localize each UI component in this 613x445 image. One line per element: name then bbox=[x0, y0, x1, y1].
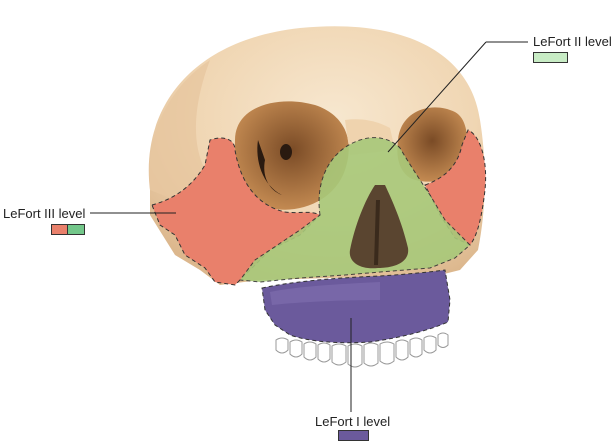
lefort-ii-region bbox=[239, 137, 471, 283]
left-orbit bbox=[234, 101, 349, 210]
left-orbit-foramen bbox=[280, 144, 292, 160]
right-orbit bbox=[397, 107, 467, 182]
nasal-septum bbox=[374, 199, 380, 266]
swatch-lefort-ii bbox=[533, 52, 568, 63]
left-orbit-dark-fissure bbox=[257, 140, 282, 195]
swatch-lefort-iii-left bbox=[51, 224, 68, 235]
lefort-i-highlight bbox=[270, 282, 380, 305]
swatch-lefort-i bbox=[338, 430, 369, 441]
leader-line-lefort-ii bbox=[387, 41, 487, 153]
label-lefort-iii: LeFort III level bbox=[3, 206, 86, 221]
label-lefort-i: LeFort I level bbox=[315, 414, 391, 429]
lefort-i-region bbox=[261, 269, 451, 344]
swatch-lefort-iii-right bbox=[67, 224, 85, 235]
cranium-side-shadow bbox=[149, 60, 210, 200]
label-lefort-ii: LeFort II level bbox=[533, 34, 612, 49]
lefort-iii-right-region bbox=[424, 129, 487, 246]
